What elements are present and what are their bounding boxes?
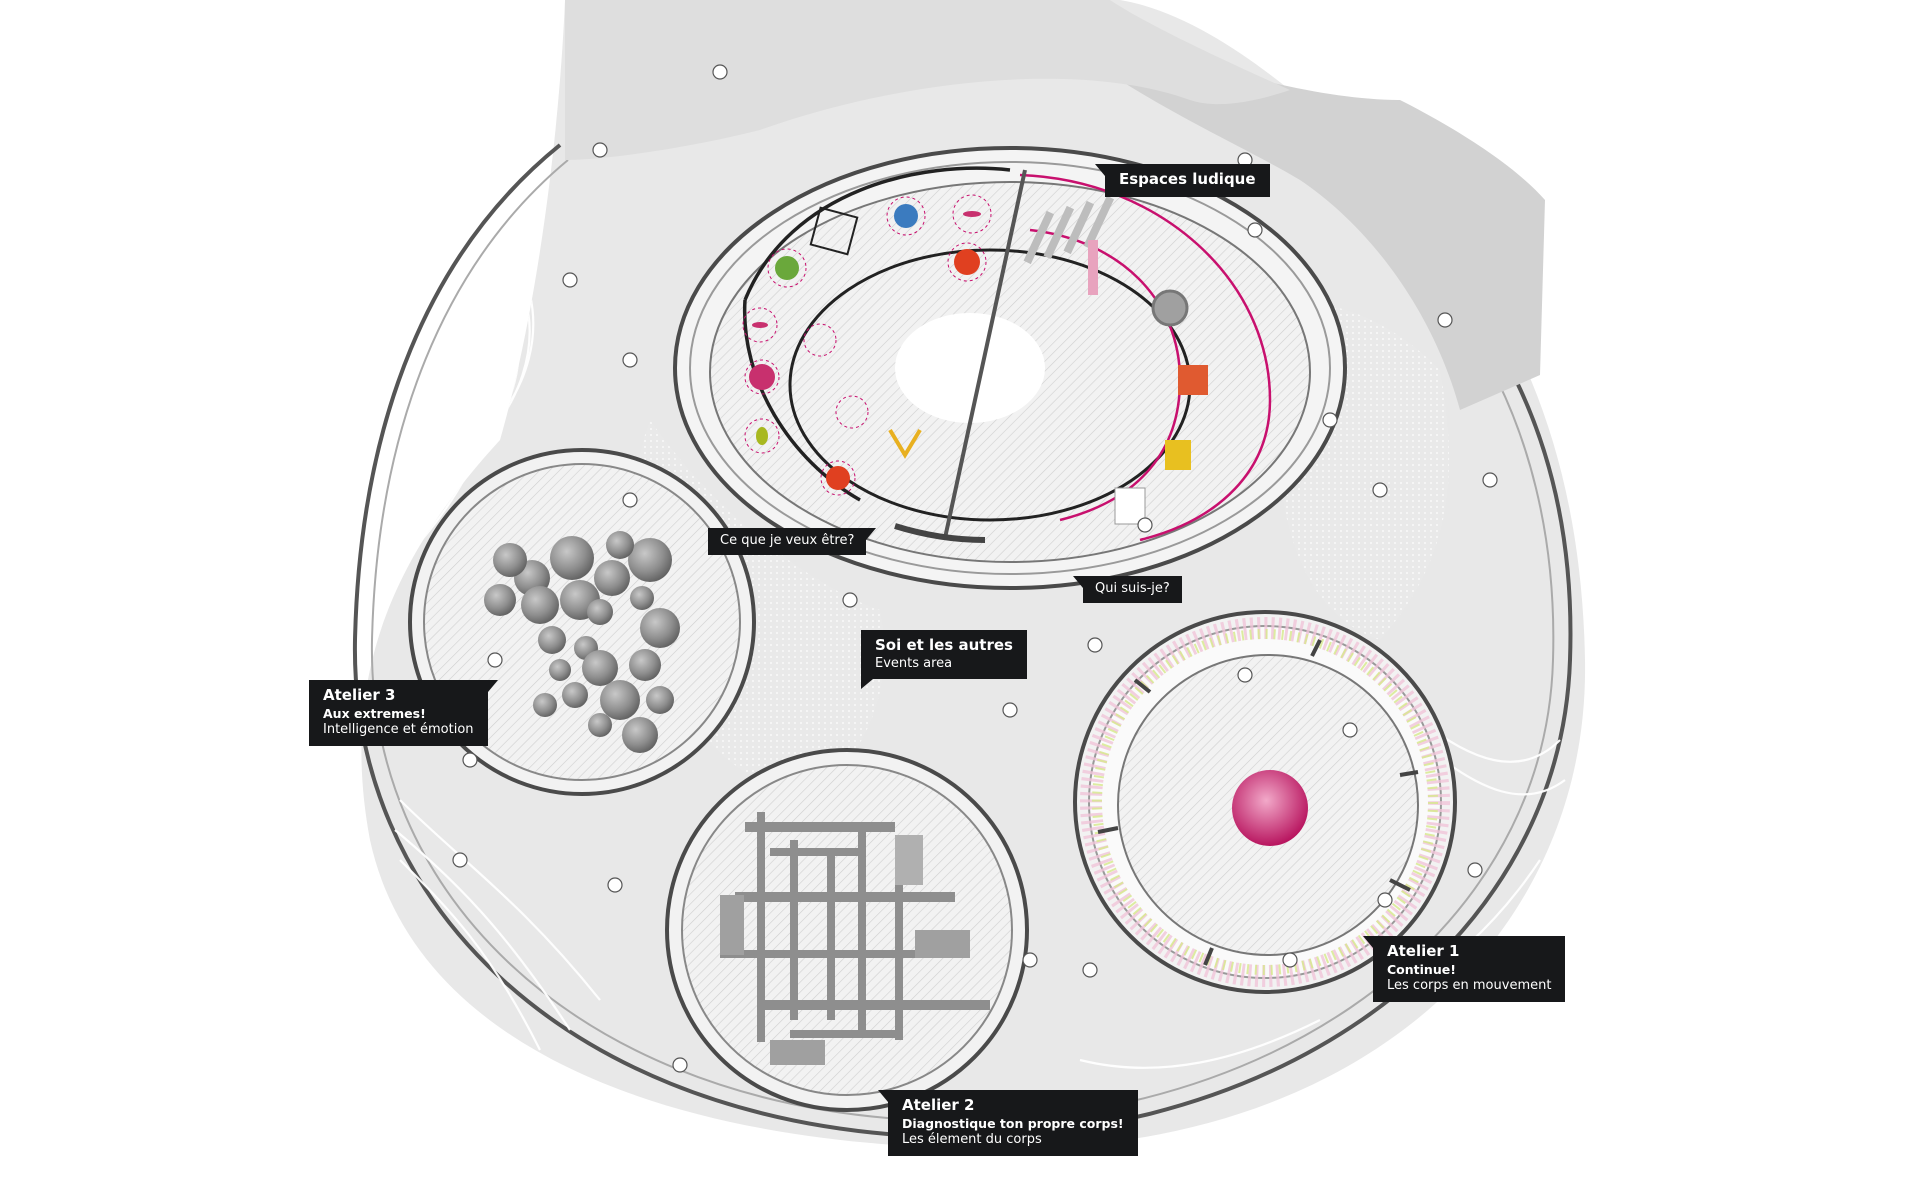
activity-badge-icon: [952, 194, 992, 234]
upper-band: [1090, 20, 1545, 410]
activity-badge-icon: [742, 307, 778, 343]
activity-badge-icon: [888, 428, 922, 459]
label-soi-title: Soi et les autres: [875, 636, 1013, 654]
person-figure-icon: [1002, 702, 1018, 718]
activity-badge-icon: [744, 418, 780, 454]
activity-badge-icon: [1165, 440, 1191, 470]
label-soi-et-les-autres: Soi et les autres Events area: [861, 630, 1027, 690]
person-figure-icon: [1247, 222, 1263, 238]
person-figure-icon: [592, 142, 608, 158]
label-atelier-3-title: Atelier 3: [323, 686, 396, 704]
person-figure-icon: [462, 752, 478, 768]
activity-badge-icon: [803, 323, 837, 357]
activity-badge-icon: [809, 206, 859, 256]
person-figure-icon: [1372, 482, 1388, 498]
person-figure-icon: [1137, 517, 1153, 533]
espaces-ludique-area: [673, 146, 1347, 590]
person-figure-icon: [1377, 892, 1393, 908]
person-figure-icon: [622, 492, 638, 508]
upper-light-band: [565, 0, 1290, 160]
person-figure-icon: [1467, 862, 1483, 878]
person-figure-icon: [1342, 722, 1358, 738]
atelier-1-area: [1073, 610, 1457, 994]
person-figure-icon: [1237, 667, 1253, 683]
label-atelier-2-desc: Les élement du corps: [902, 1131, 1042, 1147]
person-figure-icon: [842, 592, 858, 608]
label-qui-suis-je: Qui suis-je?: [1073, 576, 1182, 603]
person-figure-icon: [1282, 952, 1298, 968]
label-atelier-3-subtitle: Aux extremes!: [323, 705, 426, 721]
person-figure-icon: [562, 272, 578, 288]
person-figure-icon: [1322, 412, 1338, 428]
activity-badge-icon: [835, 395, 869, 429]
person-figure-icon: [452, 852, 468, 868]
person-figure-icon: [1437, 312, 1453, 328]
person-figure-icon-group: [452, 64, 1498, 1073]
label-espaces-ludique-title: Espaces ludique: [1119, 170, 1256, 188]
label-atelier-2-subtitle: Diagnostique ton propre corps!: [902, 1115, 1124, 1131]
activity-badge-icon: [1114, 487, 1146, 525]
activity-badge-icon-group: [742, 194, 1208, 525]
label-atelier-3: Atelier 3 Aux extremes! Intelligence et …: [309, 680, 498, 746]
person-figure-icon: [607, 877, 623, 893]
person-figure-icon: [1022, 952, 1038, 968]
person-figure-icon: [622, 352, 638, 368]
label-qui-text: Qui suis-je?: [1095, 581, 1170, 596]
label-atelier-3-desc: Intelligence et émotion: [323, 721, 474, 737]
activity-badge-icon: [886, 196, 926, 236]
label-atelier-1-desc: Les corps en mouvement: [1387, 977, 1552, 993]
activity-badge-icon: [767, 248, 807, 288]
ring-markers: [1097, 639, 1419, 966]
bar-grid-structure: [720, 812, 990, 1065]
person-figure-icon: [712, 64, 728, 80]
activity-badge-icon: [744, 359, 780, 395]
activity-badge-icon: [820, 460, 856, 496]
label-atelier-1-subtitle: Continue!: [1387, 961, 1456, 977]
person-figure-icon: [672, 1057, 688, 1073]
label-atelier-1-title: Atelier 1: [1387, 942, 1460, 960]
label-soi-desc: Events area: [875, 655, 953, 671]
person-figure-icon: [487, 652, 503, 668]
label-atelier-2: Atelier 2 Diagnostique ton propre corps!…: [878, 1090, 1138, 1156]
label-atelier-1: Atelier 1 Continue! Les corps en mouveme…: [1362, 936, 1566, 1002]
label-ce-que-text: Ce que je veux être?: [720, 533, 855, 548]
label-atelier-2-title: Atelier 2: [902, 1096, 975, 1114]
person-figure-icon: [1482, 472, 1498, 488]
activity-badge-icon: [947, 242, 987, 282]
person-figure-icon: [1087, 637, 1103, 653]
label-espaces-ludique: Espaces ludique: [1095, 164, 1270, 197]
sphere-cluster: [484, 531, 680, 753]
person-figure-icon: [1082, 962, 1098, 978]
activity-badge-icon: [1178, 365, 1208, 395]
label-ce-que-je-veux-etre: Ce que je veux être?: [708, 528, 877, 555]
